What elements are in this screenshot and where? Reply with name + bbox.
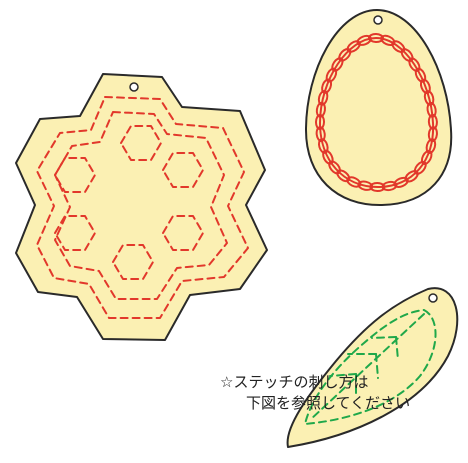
chain-stitch-link	[317, 138, 329, 154]
hexagon-felt	[15, 73, 268, 341]
chain-stitch-link	[325, 67, 338, 83]
chain-stitch-link	[425, 138, 437, 154]
hexagon-ornament	[15, 73, 268, 341]
chain-stitch-link	[368, 32, 384, 44]
red-chain-stitch-ring	[314, 32, 438, 193]
chain-stitch-link	[393, 176, 409, 188]
chain-stitch-link	[427, 113, 438, 130]
chain-stitch-link	[328, 160, 341, 175]
chain-stitch-link	[423, 90, 435, 106]
green-running-stitch-veins	[304, 309, 437, 425]
chain-stitch-link	[315, 126, 326, 143]
stitch-instruction-note: ☆ステッチの刺し方は 下図を参照してください	[220, 372, 410, 414]
note-line-1: ☆ステッチの刺し方は	[220, 373, 369, 391]
chain-stitch-link	[346, 40, 361, 53]
chain-stitch-link	[336, 169, 351, 183]
chain-stitch-link	[356, 34, 372, 46]
chain-stitch-link	[346, 176, 362, 188]
chain-stitch-link	[369, 181, 386, 193]
hanging-hole	[373, 15, 383, 25]
chain-stitch-link	[315, 101, 326, 118]
chain-stitch-link	[419, 78, 431, 95]
chain-stitch-link	[413, 160, 427, 175]
chain-stitch-link	[331, 57, 344, 72]
chain-stitch-link	[357, 180, 374, 191]
chain-stitch-link	[317, 90, 329, 106]
chain-stitch-link	[380, 34, 396, 47]
leaf-ornament	[286, 287, 459, 448]
egg-felt	[304, 8, 453, 207]
leaf-felt	[286, 287, 459, 448]
chain-stitch-link	[322, 149, 334, 165]
hanging-hole	[428, 293, 438, 303]
note-line-2: 下図を参照してください	[246, 394, 411, 412]
chain-stitch-link	[420, 149, 433, 166]
chain-stitch-link	[427, 126, 438, 143]
chain-stitch-link	[391, 40, 406, 53]
chain-stitch-link	[408, 57, 421, 72]
hanging-hole	[129, 82, 139, 92]
chain-stitch-link	[314, 114, 326, 130]
chain-stitch-link	[404, 170, 419, 183]
egg-ornament	[304, 8, 453, 207]
chain-stitch-link	[321, 78, 333, 94]
chain-stitch-link	[338, 47, 352, 62]
chain-stitch-link	[381, 180, 398, 192]
red-running-stitch-rings	[36, 96, 249, 319]
chain-stitch-link	[426, 101, 437, 118]
chain-stitch-link	[400, 48, 414, 62]
chain-stitch-link	[414, 67, 427, 83]
